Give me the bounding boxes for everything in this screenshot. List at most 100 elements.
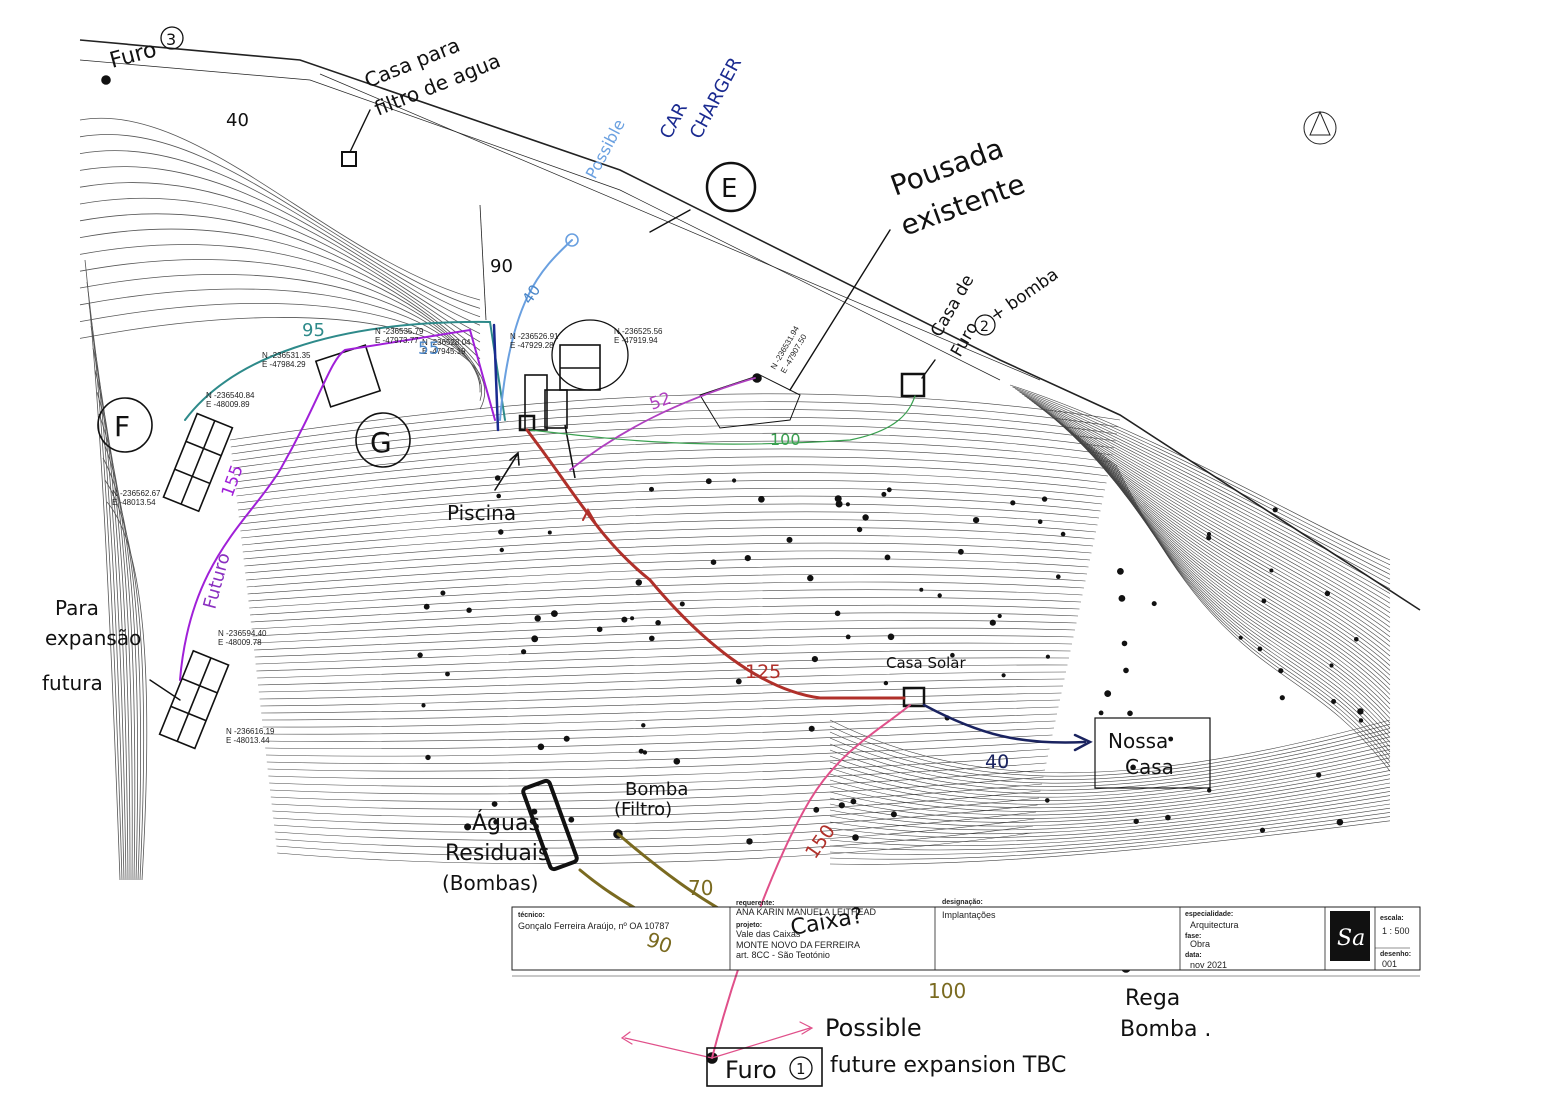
coord-2: E -47984.29 bbox=[262, 360, 306, 369]
logo-text: Sa bbox=[1337, 926, 1365, 951]
aguas-2: Residuais bbox=[445, 841, 549, 866]
fase-label: fase: bbox=[1185, 933, 1201, 940]
designacao-label: designação: bbox=[942, 899, 983, 906]
coord-18: E -48009.78 bbox=[218, 638, 262, 647]
bomba-filtro-2: (Filtro) bbox=[614, 799, 672, 820]
possible-label: Possible bbox=[582, 116, 629, 182]
nossa-casa-1: Nossa bbox=[1108, 729, 1168, 753]
casa-solar-square bbox=[902, 686, 926, 708]
pousada-outline bbox=[699, 374, 801, 429]
dist-52: 52 bbox=[647, 389, 674, 415]
dist-150: 150 bbox=[801, 821, 840, 863]
future-exp-label: future expansion TBC bbox=[830, 1053, 1066, 1078]
route-navy-pool bbox=[492, 323, 500, 432]
building-f bbox=[162, 412, 234, 513]
aguas-1: Águas bbox=[472, 810, 540, 836]
route-green-100 bbox=[529, 395, 916, 445]
dist-55: 55 bbox=[418, 339, 440, 359]
coord-10: E -47919.94 bbox=[614, 336, 658, 345]
coord-5: N -236528.04 bbox=[422, 338, 471, 347]
logo bbox=[1330, 911, 1370, 961]
car-charger-2: CHARGER bbox=[686, 54, 746, 142]
aguas-3: (Bombas) bbox=[442, 871, 538, 895]
contour-lines bbox=[79, 117, 486, 881]
projeto-label: projeto: bbox=[736, 922, 762, 929]
desenho-label: desenho: bbox=[1380, 951, 1411, 958]
casa-solar-label: Casa Solar bbox=[886, 654, 966, 672]
dist-125: 125 bbox=[745, 661, 781, 683]
requerente-value: ANA KARIN MANUELA LEITHEAD bbox=[736, 907, 877, 917]
property-boundary bbox=[79, 39, 1421, 611]
local-value-2: art. 8CC - São Teotónio bbox=[736, 950, 830, 960]
building-future bbox=[158, 649, 230, 750]
bomba-filtro-1: Bomba bbox=[625, 779, 688, 800]
nossa-casa-box bbox=[1094, 717, 1211, 789]
especialidade-value: Arquitectura bbox=[1190, 920, 1239, 930]
designacao-value: Implantações bbox=[942, 910, 996, 920]
route-blue-40 bbox=[499, 239, 573, 421]
coord-14: E -48009.89 bbox=[206, 400, 250, 409]
dist-40-navy: 40 bbox=[985, 751, 1009, 773]
coord-4: E -47973.77 bbox=[375, 336, 419, 345]
possible2-label: Possible bbox=[825, 1014, 922, 1042]
furo3-dot bbox=[101, 75, 111, 85]
furo1-box bbox=[706, 1047, 823, 1087]
route-teal-95 bbox=[184, 320, 506, 421]
fase-value: Obra bbox=[1190, 939, 1210, 949]
e-circle-label: E bbox=[721, 174, 737, 204]
especialidade-label: especialidade: bbox=[1185, 911, 1233, 918]
casa-filtro-square bbox=[341, 151, 357, 167]
coord-3: N -236535.79 bbox=[375, 327, 424, 336]
coord-7: N -236526.91 bbox=[510, 332, 559, 341]
para-exp-3: futura bbox=[42, 671, 103, 695]
g-circle-label: G bbox=[370, 426, 392, 459]
route-purple-155 bbox=[179, 328, 496, 681]
route-purple-52 bbox=[569, 377, 756, 471]
rega-2: Bomba . bbox=[1120, 1017, 1211, 1042]
route-pink-150 bbox=[711, 704, 911, 1059]
coord-19: N -236616.19 bbox=[226, 727, 275, 736]
route-navy-40 bbox=[922, 703, 1087, 744]
dist-100-green: 100 bbox=[770, 430, 801, 449]
furo1-label: Furo bbox=[725, 1056, 777, 1084]
desenho-value: 001 bbox=[1382, 959, 1397, 969]
f-circle-label: F bbox=[114, 410, 130, 443]
furo3-num: 3 bbox=[166, 30, 176, 49]
coord-16: E -48013.54 bbox=[112, 498, 156, 507]
para-exp-1: Para bbox=[55, 596, 99, 620]
dist-40-blue: 40 bbox=[519, 281, 545, 307]
north-arrow-icon bbox=[1303, 110, 1337, 145]
coord-9: N -236525.56 bbox=[614, 327, 663, 336]
coord-15: N -236562.67 bbox=[112, 489, 161, 498]
dist-40-top: 40 bbox=[226, 110, 249, 131]
dist-70: 70 bbox=[688, 876, 713, 900]
dense-contours bbox=[229, 384, 1391, 865]
dist-100-olive: 100 bbox=[928, 979, 966, 1003]
car-charger-1: CAR bbox=[656, 99, 692, 142]
building-g bbox=[314, 344, 382, 408]
data-value: nov 2021 bbox=[1190, 960, 1227, 970]
distance-labels: 40 90 40 95 55 52 100 155 125 40 150 70 … bbox=[218, 110, 1009, 1003]
buildings bbox=[101, 75, 1211, 1064]
para-exp-2: expansão bbox=[45, 626, 141, 650]
furo2-square bbox=[900, 372, 926, 398]
coord-17: N -236594.40 bbox=[218, 629, 267, 638]
projeto-value: Vale das Caixas bbox=[736, 929, 801, 939]
coord-6: E -47945.19 bbox=[422, 347, 466, 356]
escala-label: escala: bbox=[1380, 915, 1404, 922]
furo1-num: 1 bbox=[796, 1060, 806, 1078]
coord-13: N -236540.84 bbox=[206, 391, 255, 400]
aguas-residuais-box bbox=[521, 778, 579, 872]
escala-value: 1 : 500 bbox=[1382, 926, 1410, 936]
dist-90: 90 bbox=[490, 256, 513, 277]
dist-95: 95 bbox=[302, 320, 325, 341]
coord-1: N -236531.35 bbox=[262, 351, 311, 360]
coord-20: E -48013.44 bbox=[226, 736, 270, 745]
piscina-label: Piscina bbox=[447, 501, 516, 525]
requerente-label: requerente: bbox=[736, 900, 775, 907]
title-block: Sa técnico: Gonçalo Ferreira Araújo, nº … bbox=[511, 899, 1421, 977]
nossa-casa-2: Casa bbox=[1125, 755, 1174, 779]
dist-155: 155 bbox=[218, 462, 248, 499]
rega-1: Rega bbox=[1125, 986, 1180, 1011]
